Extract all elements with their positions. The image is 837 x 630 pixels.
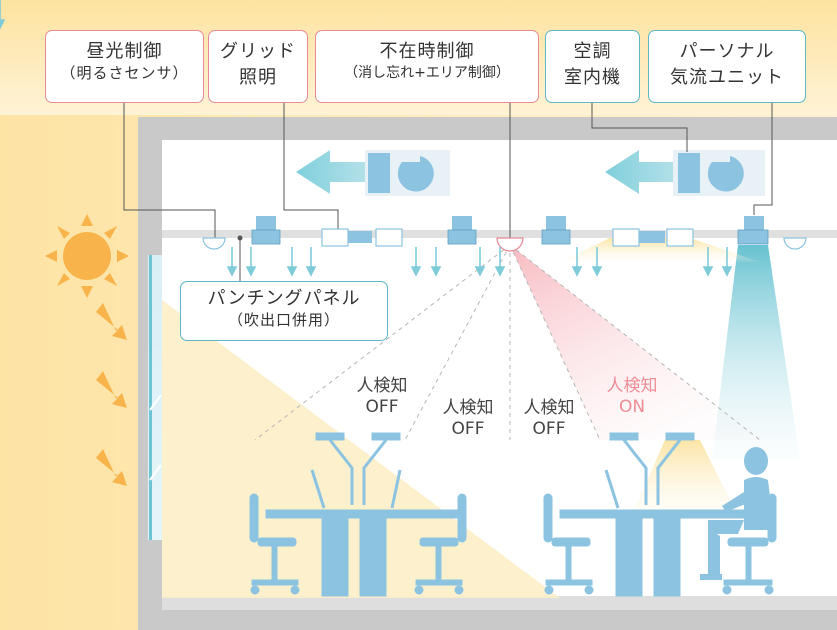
person-icon	[700, 447, 774, 580]
airflow-arrow-left	[296, 150, 380, 194]
detection-title: 人検知	[606, 376, 658, 396]
ac-indoor-unit-right-icon	[673, 150, 765, 196]
label-daylight-control: 昼光制御 （明るさセンサ）	[45, 30, 204, 103]
personal-airflow-beam	[712, 245, 800, 460]
airflow-arrow-right	[605, 150, 690, 194]
label-grid-lighting: グリッド 照明	[208, 30, 308, 103]
desk-group-right	[543, 469, 777, 597]
detection-state: OFF	[532, 419, 566, 439]
detection-label-3: 人検知 OFF	[509, 398, 589, 440]
detection-area-on	[510, 245, 760, 440]
detection-title: 人検知	[442, 398, 494, 418]
desk-group-left	[249, 469, 467, 597]
detection-title: 人検知	[523, 398, 575, 418]
label-daylight-title: 昼光制御	[86, 41, 163, 62]
detection-state: OFF	[451, 419, 485, 439]
detection-label-1: 人検知 OFF	[342, 376, 422, 418]
sensor-range-lines	[254, 244, 761, 441]
ceiling-fixtures	[202, 216, 807, 252]
ac-indoor-unit-left-icon	[365, 150, 450, 196]
label-punching-panel: パンチングパネル （吹出口併用）	[180, 281, 388, 341]
label-indoor-unit-line2: 室内機	[564, 67, 621, 88]
sun-icon	[45, 214, 129, 298]
detection-label-2: 人検知 OFF	[428, 398, 508, 440]
detection-state: ON	[618, 397, 646, 417]
label-indoor-unit-line1: 空調	[573, 41, 612, 62]
label-grid-lighting-line2: 照明	[239, 67, 277, 88]
label-punching-panel-title: パンチングパネル	[207, 288, 361, 309]
label-grid-lighting-line1: グリッド	[220, 41, 296, 62]
label-personal-airflow: パーソナル 気流ユニット	[648, 30, 806, 103]
floor	[162, 596, 837, 610]
label-personal-airflow-line2: 気流ユニット	[670, 67, 784, 88]
task-lights	[315, 432, 695, 505]
air-outlet-arrows	[0, 0, 6, 30]
label-absence-sub: （消し忘れ+エリア制御）	[344, 65, 510, 81]
label-absence-control: 不在時制御 （消し忘れ+エリア制御）	[315, 30, 539, 103]
label-personal-airflow-line1: パーソナル	[679, 41, 775, 62]
sunlight-arrow-icons	[96, 303, 127, 486]
label-daylight-sub: （明るさセンサ）	[60, 64, 189, 82]
detection-title: 人検知	[356, 376, 408, 396]
detection-state: OFF	[365, 397, 399, 417]
label-indoor-unit: 空調 室内機	[545, 30, 640, 103]
label-punching-panel-sub: （吹出口併用）	[227, 311, 340, 329]
ceiling	[162, 230, 837, 238]
detection-label-4: 人検知 ON	[592, 376, 672, 418]
leader-lines	[123, 103, 773, 285]
label-absence-title: 不在時制御	[379, 41, 475, 62]
